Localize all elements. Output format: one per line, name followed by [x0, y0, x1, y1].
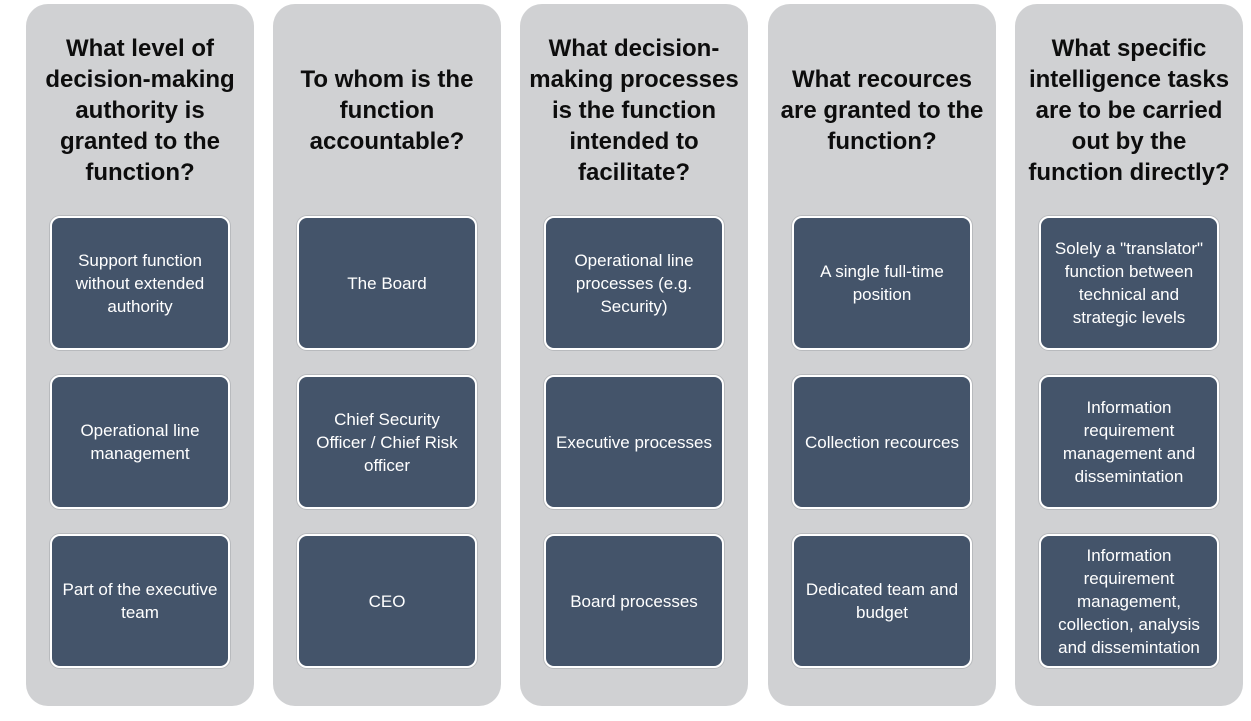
option-card: Support function without extended author… [50, 216, 230, 350]
option-card: A single full-time position [792, 216, 972, 350]
column-resources: What recources are granted to the functi… [768, 4, 996, 706]
column-title: What specific intelligence tasks are to … [1028, 34, 1230, 186]
column-title: What level of decision-making authority … [45, 34, 235, 186]
option-card: Chief Security Officer / Chief Risk offi… [297, 375, 477, 509]
option-card: Dedicated team and budget [792, 534, 972, 668]
option-card: Collection recources [792, 375, 972, 509]
option-card: Operational line management [50, 375, 230, 509]
column-processes: What decision-making processes is the fu… [520, 4, 748, 706]
option-card: Part of the executive team [50, 534, 230, 668]
option-card: Information requirement management, coll… [1039, 534, 1219, 668]
option-card: Solely a "translator" function between t… [1039, 216, 1219, 350]
column-title: What recources are granted to the functi… [780, 65, 984, 155]
option-card: Executive processes [544, 375, 724, 509]
option-card: The Board [297, 216, 477, 350]
option-card: Operational line processes (e.g. Securit… [544, 216, 724, 350]
option-card: Board processes [544, 534, 724, 668]
column-title: What decision-making processes is the fu… [529, 34, 739, 186]
column-tasks: What specific intelligence tasks are to … [1015, 4, 1243, 706]
option-card: CEO [297, 534, 477, 668]
option-card: Information requirement management and d… [1039, 375, 1219, 509]
column-authority: What level of decision-making authority … [26, 4, 254, 706]
column-title: To whom is the function accountable? [300, 65, 474, 155]
column-accountability: To whom is the function accountable? The… [273, 4, 501, 706]
